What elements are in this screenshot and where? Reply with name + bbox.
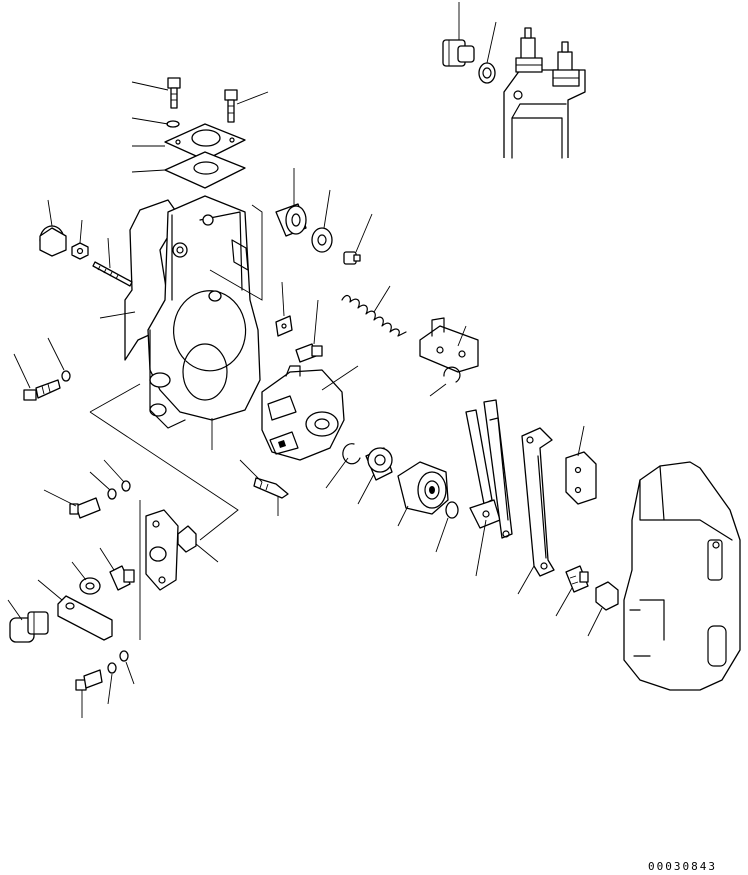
spring-leader: [373, 285, 391, 313]
small-nut: [71, 242, 89, 260]
governor-lever-a: [465, 409, 501, 529]
lever-lower-leader: [517, 565, 535, 595]
cover-plate: [164, 123, 246, 161]
control-lever: [521, 427, 555, 577]
lever-bracket: [419, 317, 479, 373]
adjust-bolt: [555, 565, 589, 617]
top-washer: [478, 62, 496, 84]
governor-cover: [623, 461, 741, 691]
bleeder-screw: [23, 379, 61, 401]
lock-washer: [166, 120, 180, 128]
housing-leader-lines: [99, 204, 263, 450]
washer-a: [89, 471, 117, 500]
cap-nut: [39, 225, 67, 257]
bearing-cup: [397, 461, 449, 527]
small-plug: [343, 251, 361, 265]
sleeve: [357, 447, 393, 505]
cover-bolt-left: [167, 77, 181, 109]
screw-a: [43, 489, 101, 519]
figure-code: 00030843: [648, 860, 717, 873]
delivery-valve-holder-left: [515, 27, 543, 73]
top-left-leader-lines: [131, 81, 269, 173]
top-plug-bolt: [442, 39, 475, 67]
long-screw: [239, 459, 289, 516]
adjusting-screw-plug: [275, 203, 307, 237]
plug-leaders: [293, 168, 373, 253]
lower-left-group-outline: [89, 383, 239, 640]
nipple: [99, 547, 135, 591]
left-small-leaders: [47, 199, 111, 269]
bleeder-leaders: [13, 337, 65, 389]
plug-washer: [311, 227, 333, 253]
screw-b: [75, 669, 103, 718]
thrust-washer: [435, 501, 459, 553]
gasket: [164, 151, 246, 189]
small-ring: [61, 370, 71, 382]
strap-plate: [37, 579, 113, 641]
governor-housing: [124, 195, 261, 429]
cover-bolt-right: [224, 89, 238, 123]
clip-screw: [295, 299, 323, 363]
pump-body-top-corner: [503, 69, 586, 159]
snap-ring-small: [429, 366, 461, 397]
governor-lever-b: [483, 399, 513, 539]
washer-c: [107, 662, 117, 705]
delivery-valve-holder-right: [552, 41, 580, 87]
flyweight-leader: [321, 365, 359, 391]
lock-clip: [275, 281, 293, 337]
large-plug: [7, 599, 49, 643]
adjust-nut: [587, 581, 619, 637]
bracket-leader: [457, 325, 467, 347]
washer-b: [103, 459, 131, 492]
o-ring: [177, 525, 219, 563]
flat-washer: [71, 561, 101, 595]
lever-leader: [475, 519, 487, 577]
stud-bolt: [92, 261, 133, 287]
link-block: [565, 425, 597, 505]
top-leader-lines: [458, 2, 497, 64]
flange-plate: [145, 509, 179, 591]
snap-ring: [325, 443, 361, 489]
flyweight-holder: [261, 365, 345, 461]
governor-spring: [341, 294, 407, 337]
washer-d: [119, 650, 135, 685]
